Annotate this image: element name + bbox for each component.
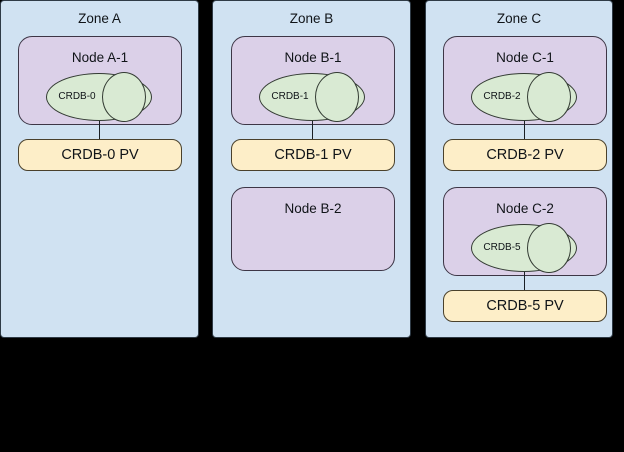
node-title: Node B-2	[284, 201, 342, 216]
persistent-volume-crdb-5-pv: CRDB-5 PV	[443, 290, 607, 322]
node-title: Node A-1	[71, 50, 129, 65]
node-title: Node B-1	[284, 50, 342, 65]
connector-line	[524, 272, 525, 290]
node-title: Node C-1	[496, 50, 554, 65]
cylinder-cap-ellipse	[102, 72, 146, 122]
database-cylinder-crdb-2: CRDB-2	[471, 72, 577, 122]
cylinder-label: CRDB-2	[483, 91, 521, 102]
persistent-volume-crdb-1-pv: CRDB-1 PV	[231, 139, 395, 171]
persistent-volume-label: CRDB-0 PV	[61, 146, 139, 163]
cylinder-cap-ellipse	[315, 72, 359, 122]
database-cylinder-crdb-0: CRDB-0	[46, 72, 152, 122]
database-cylinder-crdb-5: CRDB-5	[471, 223, 577, 273]
connector-line	[524, 121, 525, 139]
persistent-volume-label: CRDB-2 PV	[486, 146, 564, 163]
cylinder-cap-ellipse	[527, 72, 571, 122]
persistent-volume-crdb-2-pv: CRDB-2 PV	[443, 139, 607, 171]
zone-title: Zone A	[78, 11, 121, 26]
database-cylinder-crdb-1: CRDB-1	[259, 72, 365, 122]
cylinder-label: CRDB-1	[271, 91, 309, 102]
zone-title: Zone B	[289, 11, 334, 26]
cylinder-label: CRDB-5	[483, 242, 521, 253]
persistent-volume-label: CRDB-5 PV	[486, 297, 564, 314]
connector-line	[99, 121, 100, 139]
node-title: Node C-2	[496, 201, 554, 216]
node-box-node-b-2: Node B-2	[231, 187, 395, 271]
zone-title: Zone C	[496, 11, 542, 26]
persistent-volume-label: CRDB-1 PV	[274, 146, 352, 163]
connector-line	[312, 121, 313, 139]
cylinder-cap-ellipse	[527, 223, 571, 273]
cylinder-label: CRDB-0	[58, 91, 96, 102]
persistent-volume-crdb-0-pv: CRDB-0 PV	[18, 139, 182, 171]
